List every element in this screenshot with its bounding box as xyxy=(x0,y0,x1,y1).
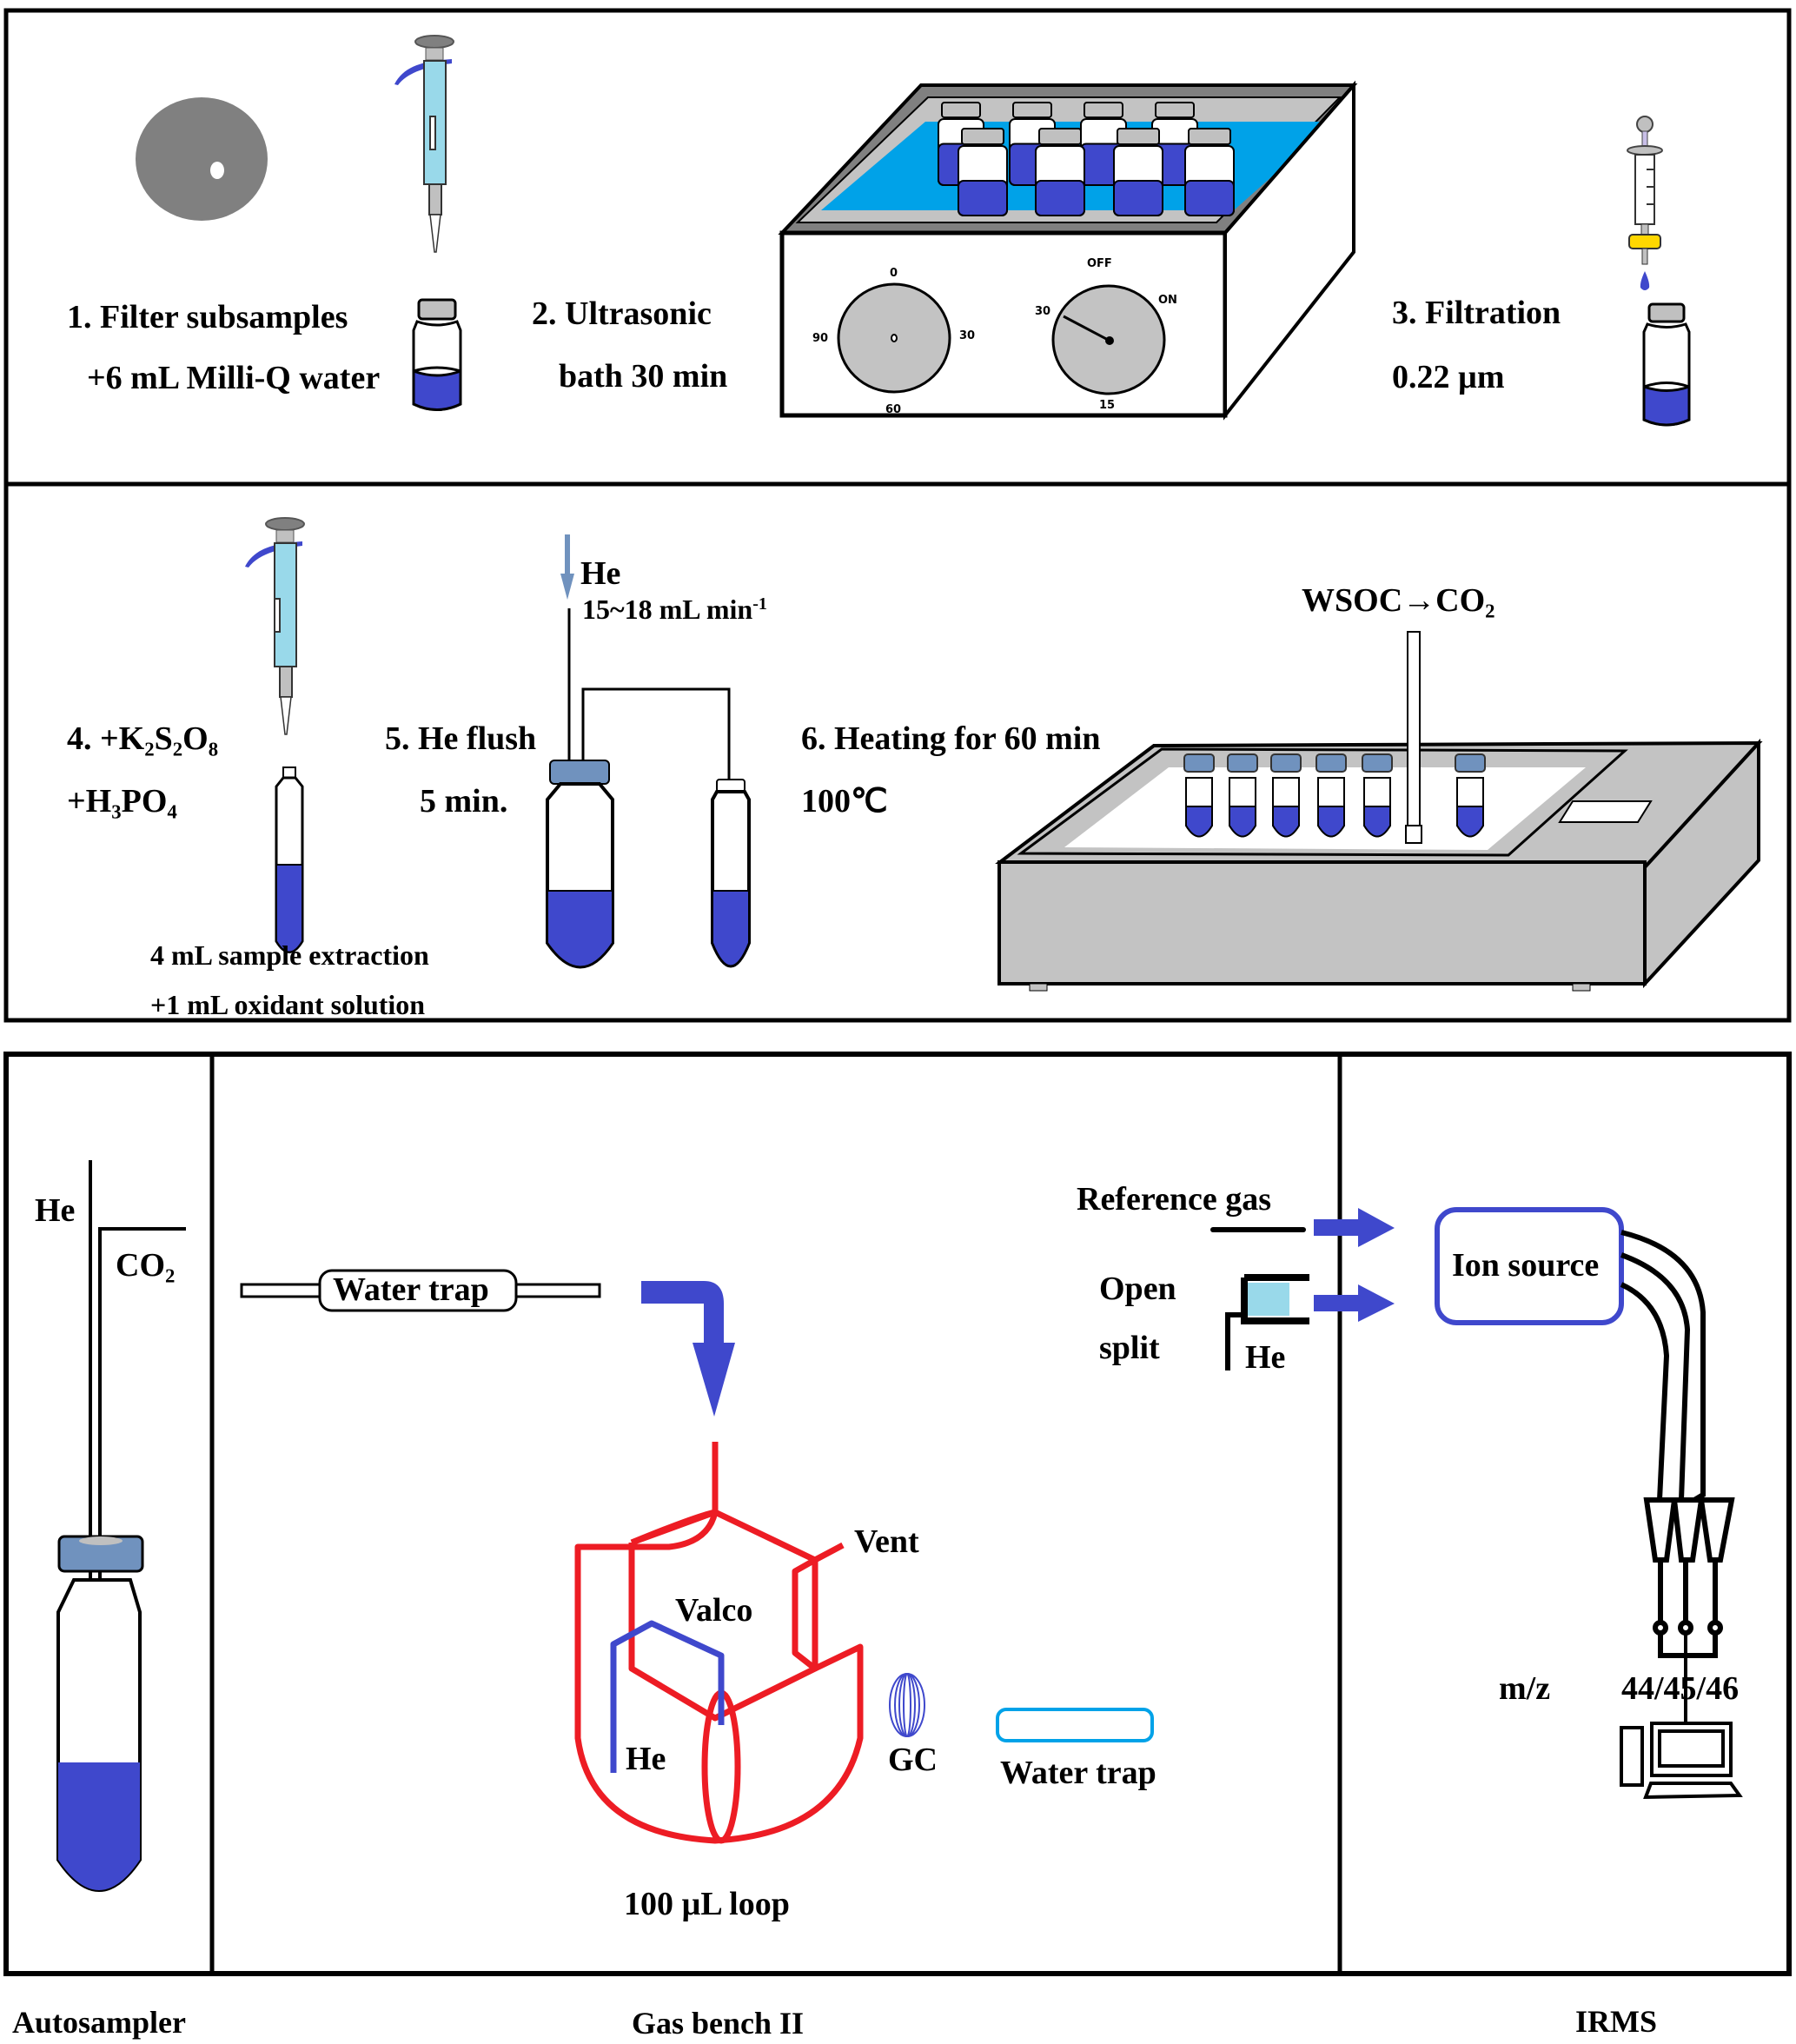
power-dial[interactable]: OFF ON 30 15 xyxy=(1035,257,1177,412)
heating-tube-row xyxy=(1183,753,1486,838)
step1-sublabel: +6 mL Milli-Q water xyxy=(87,360,380,396)
autosampler-co2-label: CO₂ xyxy=(116,1247,175,1284)
computer-icon xyxy=(1620,1722,1743,1800)
ultrasonic-bath-icon: 0 30 60 90 OFF ON 30 15 xyxy=(778,80,1358,421)
water-trap-1-label: Water trap xyxy=(333,1271,489,1308)
reaction-label: WSOC→CO₂ xyxy=(1302,582,1495,619)
power-dial-on: ON xyxy=(1158,294,1177,307)
vial-icon xyxy=(412,298,462,411)
step5-gas-label: He xyxy=(580,555,620,592)
step2-sublabel: bath 30 min xyxy=(559,358,727,395)
test-tube-icon xyxy=(275,766,304,953)
heating-tube xyxy=(1455,753,1486,838)
power-dial-15: 15 xyxy=(1099,399,1115,412)
timer-dial-mark-90: 90 xyxy=(812,332,828,345)
panel-instrument: He CO₂ Water trap xyxy=(3,1052,1792,1976)
pipette-icon xyxy=(394,35,454,253)
panel-oxidation: 4. +K₂S₂O₈ +H₃PO₄ 4 mL sample extraction… xyxy=(3,481,1792,1023)
open-split-icon xyxy=(1225,1274,1309,1370)
autosampler-vial-icon xyxy=(56,1160,186,1892)
thermometer-icon xyxy=(1405,631,1422,844)
open-split-label-1: Open xyxy=(1099,1271,1176,1307)
step1-label: 1. Filter subsamples xyxy=(67,299,348,335)
panel-middle-border xyxy=(3,481,1792,1023)
vial-row-front xyxy=(958,128,1235,216)
valco-label: Valco xyxy=(675,1592,752,1629)
section-label-gas-bench: Gas bench II xyxy=(632,2006,804,2040)
he-carrier-line xyxy=(610,1620,725,1773)
section-label-autosampler: Autosampler xyxy=(12,2005,186,2040)
step4-note-extraction: 4 mL sample extraction xyxy=(150,939,429,971)
valve-he-label: He xyxy=(626,1741,666,1777)
water-trap-1 xyxy=(240,1269,601,1312)
syringe-filter-icon xyxy=(1627,116,1663,290)
reference-gas-label: Reference gas xyxy=(1077,1181,1271,1218)
water-trap-2 xyxy=(996,1708,1154,1742)
heating-tube xyxy=(1316,753,1347,838)
step6-sublabel: 100℃ xyxy=(801,783,888,820)
filtered-vial-icon xyxy=(1642,302,1691,427)
autosampler-he-label: He xyxy=(35,1192,75,1229)
ion-source-label: Ion source xyxy=(1452,1247,1599,1284)
vial-icon xyxy=(1184,128,1235,216)
mz-label: m/z xyxy=(1499,1670,1550,1707)
gc-column-icon xyxy=(889,1673,925,1737)
open-split-label-2: split xyxy=(1099,1330,1160,1366)
mz-values-label: 44/45/46 xyxy=(1621,1670,1739,1707)
heating-tube xyxy=(1227,753,1258,838)
heating-tube xyxy=(1183,753,1215,838)
panel-sample-extraction: 1. Filter subsamples +6 mL Milli-Q water… xyxy=(3,8,1792,487)
ion-source-box xyxy=(1435,1207,1624,1325)
vial-icon xyxy=(958,128,1008,216)
pipette-icon xyxy=(245,517,305,735)
flow-arrow-down-icon xyxy=(641,1281,735,1417)
heating-block-icon xyxy=(995,631,1763,992)
inlet-arrows-icon xyxy=(1314,1208,1395,1322)
step3-label: 3. Filtration xyxy=(1392,295,1561,331)
vial-icon xyxy=(1113,128,1163,216)
vial-icon xyxy=(1035,128,1085,216)
sample-loop-label: 100 µL loop xyxy=(624,1886,790,1922)
step3-sublabel: 0.22 µm xyxy=(1392,359,1505,395)
step5-sublabel: 5 min. xyxy=(420,783,507,820)
step5-flow-rate: 15~18 mL min-1 xyxy=(582,594,767,625)
filter-disc-icon xyxy=(136,97,268,221)
step4-label: 4. +K₂S₂O₈ xyxy=(67,720,218,757)
timer-dial-mark-0: 0 xyxy=(890,267,898,280)
step6-label: 6. Heating for 60 min xyxy=(801,720,1100,757)
he-flush-tubes-icon xyxy=(546,608,751,969)
water-trap-2-label: Water trap xyxy=(1000,1755,1156,1791)
open-split-he-label: He xyxy=(1245,1339,1285,1376)
power-dial-30: 30 xyxy=(1035,305,1050,318)
heating-tube xyxy=(1362,753,1393,838)
flight-tubes-icon xyxy=(1620,1230,1706,1503)
vent-label: Vent xyxy=(854,1523,919,1560)
section-label-irms: IRMS xyxy=(1575,2004,1657,2039)
panel-bottom-border xyxy=(3,1052,1792,1976)
step4-note-oxidant: +1 mL oxidant solution xyxy=(150,989,425,1020)
he-flow-arrow-icon xyxy=(560,534,574,600)
timer-dial-mark-60: 60 xyxy=(885,403,901,416)
step5-label: 5. He flush xyxy=(385,720,536,757)
collector-cups-icon xyxy=(1643,1497,1735,1723)
step2-label: 2. Ultrasonic xyxy=(532,295,712,332)
timer-dial[interactable]: 0 30 60 90 xyxy=(812,267,975,416)
timer-dial-mark-30: 30 xyxy=(959,329,975,342)
power-dial-off: OFF xyxy=(1087,257,1112,270)
heating-tube xyxy=(1270,753,1302,838)
gc-label: GC xyxy=(888,1742,938,1778)
step4-sublabel: +H₃PO₄ xyxy=(67,783,177,820)
